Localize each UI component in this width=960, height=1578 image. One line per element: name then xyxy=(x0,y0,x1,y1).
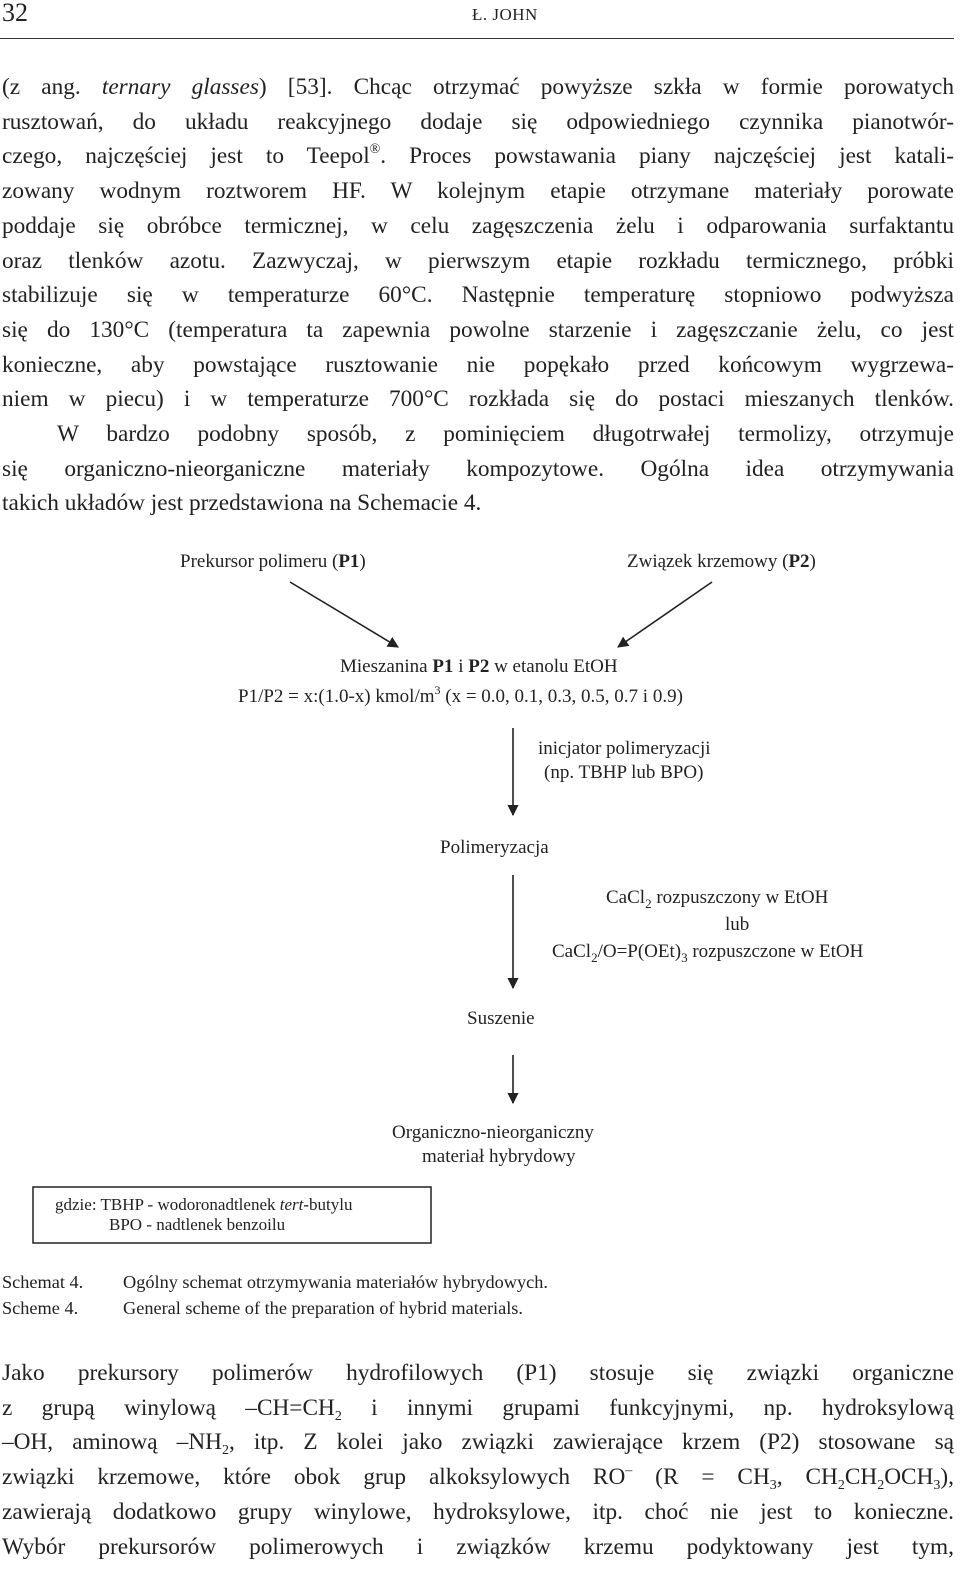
intro-paragraph: (z ang. ternary glasses) [53]. Chcąc otr… xyxy=(2,70,954,521)
text-line: zowany wodnym roztworem HF. W kolejnym e… xyxy=(2,178,954,205)
caption-label: Schemat 4. xyxy=(2,1272,84,1292)
scheme-4-diagram: Prekursor polimeru (P1) Związek krzemowy… xyxy=(32,551,864,1244)
arrow-p2-to-mixture xyxy=(617,581,713,648)
text-line: z grupą winylową –CH=CH2 i innymi grupam… xyxy=(2,1394,954,1424)
hybrid-material-label-2: materiał hybrydowy xyxy=(422,1146,576,1167)
text-line: stabilizuje się w temperaturze 60°C. Nas… xyxy=(2,282,954,309)
running-head: Ł. JOHN xyxy=(472,5,538,24)
legend-box xyxy=(32,1186,432,1244)
text-line: W bardzo podobny sposób, z pominięciem d… xyxy=(57,421,954,448)
legend-bpo: BPO - nadtlenek benzoilu xyxy=(109,1215,286,1234)
arrow-p1-to-mixture xyxy=(289,581,399,648)
caption-english: Scheme 4. General scheme of the preparati… xyxy=(2,1298,523,1319)
page-header: 32 Ł. JOHN xyxy=(0,0,954,39)
text-line: się do 130°C (temperatura ta zapewnia po… xyxy=(2,316,954,343)
text-line: Jako prekursory polimerów hydrofilowych … xyxy=(2,1360,954,1386)
text-line: Wybór prekursorów polimerowych i związkó… xyxy=(2,1533,954,1560)
hybrid-material-label-1: Organiczno-nieorganiczny xyxy=(392,1122,594,1143)
term-ternary-glasses: ternary glasses xyxy=(101,74,259,100)
text-line: poddaje się obróbce termicznej, w celu z… xyxy=(2,212,954,239)
ratio-label: P1/P2 = x:(1.0-x) kmol/m3 (x = 0.0, 0.1,… xyxy=(238,683,683,707)
caption-text: General scheme of the preparation of hyb… xyxy=(123,1298,523,1318)
polymer-precursor-label: Prekursor polimeru (P1) xyxy=(180,551,366,572)
caption-label: Scheme 4. xyxy=(2,1298,79,1318)
text-line: związki krzemowe, które obok grup alkoks… xyxy=(2,1463,954,1493)
legend-tbhp: gdzie: TBHP - wodoronadtlenek tert-butyl… xyxy=(55,1195,353,1214)
initiator-label: inicjator polimeryzacji xyxy=(538,738,711,759)
silicon-compound-label: Związek krzemowy (P2) xyxy=(627,551,816,572)
page-number: 32 xyxy=(2,0,28,27)
cacl2-phosphate-solution-label: CaCl2/O=P(OEt)3 rozpuszczone w EtOH xyxy=(552,941,864,965)
cacl2-solution-label: CaCl2 rozpuszczony w EtOH xyxy=(606,887,829,911)
text-line: –OH, aminową –NH2, itp. Z kolei jako zwi… xyxy=(2,1429,954,1459)
caption-polish: Schemat 4. Ogólny schemat otrzymywania ma… xyxy=(2,1272,548,1293)
drying-label: Suszenie xyxy=(467,1008,535,1029)
text-line: oraz tlenków azotu. Zazwyczaj, w pierwsz… xyxy=(2,247,954,274)
text-line: (z ang. ternary glasses) [53]. Chcąc otr… xyxy=(2,74,954,100)
registered-mark: ® xyxy=(369,142,381,158)
polymerization-label: Polimeryzacja xyxy=(440,837,549,858)
text-line: konieczne, aby powstające rusztowanie ni… xyxy=(2,351,954,378)
initiator-examples-label: (np. TBHP lub BPO) xyxy=(544,762,703,783)
body-paragraph: Jako prekursory polimerów hydrofilowych … xyxy=(2,1356,954,1564)
text-line: rusztowań, do układu reakcyjnego dodaje … xyxy=(2,108,954,135)
or-label: lub xyxy=(725,914,749,935)
text-line: takich układów jest przedstawiona na Sch… xyxy=(2,490,482,517)
caption-text: Ogólny schemat otrzymywania materiałów h… xyxy=(123,1272,548,1292)
text-line: niem w piecu) i w temperaturze 700°C roz… xyxy=(2,386,954,413)
text-line: zawierają dodatkowo grupy winylowe, hydr… xyxy=(2,1498,954,1525)
text-line: się organiczno-nieorganiczne materiały k… xyxy=(2,455,954,482)
mixture-label: Mieszanina P1 i P2 w etanolu EtOH xyxy=(340,656,618,677)
text-line: czego, najczęściej jest to Teepol®. Proc… xyxy=(2,142,955,170)
